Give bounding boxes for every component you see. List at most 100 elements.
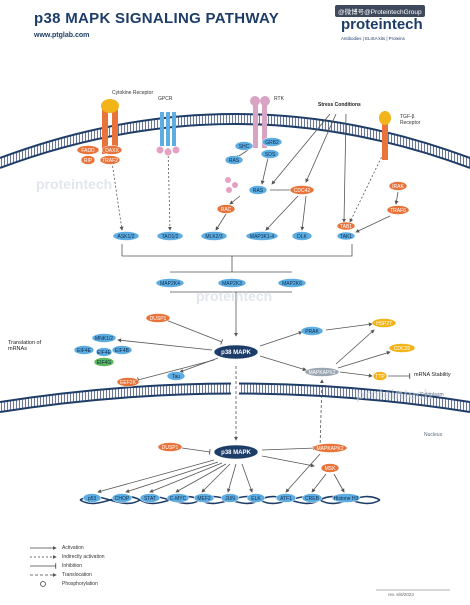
inhibit-dusp1-p38: [165, 319, 224, 345]
brand-logo: proteintech: [341, 16, 423, 33]
watermark-3: proteintech: [356, 386, 433, 402]
cytokine-receptor-label: Cytokine Receptor: [112, 90, 154, 96]
arrow-rac-mlk: [215, 213, 227, 231]
node-label-tao12: TAO1/2: [162, 234, 179, 240]
arrow-tgf-tab: [349, 149, 386, 223]
node-ras2: [248, 185, 268, 195]
node-label-eif4e2: EIF4E: [97, 350, 112, 356]
node-label-irak: IRAK: [392, 184, 404, 190]
arrow-msk-histone: [333, 473, 345, 493]
node-label-map2k4: MAP2K4: [160, 281, 180, 287]
node-map2k4: [155, 278, 185, 288]
node-label-ras1: RAS: [229, 158, 240, 164]
node-cdc25: [388, 343, 416, 353]
node-label-p38n: p38 MAPK: [221, 450, 251, 456]
node-rip: [80, 155, 96, 165]
node-label-cdc42: CDC42: [294, 188, 311, 194]
page-title: p38 MAPK SIGNALING PATHWAY: [34, 10, 280, 27]
node-tak1: [336, 231, 356, 241]
node-label-ras2: RAS: [253, 188, 264, 194]
nuclear-membrane-lipids: [0, 383, 470, 412]
tgf-receptor: [379, 111, 391, 160]
node-mapkapk2n: [312, 443, 348, 453]
arrow-sos-ras: [260, 157, 269, 185]
node-ras1: [224, 155, 244, 165]
arrow-stress-ras: [271, 113, 331, 185]
arrow-cdc42-dlk: [300, 195, 307, 231]
node-prak: [300, 326, 324, 336]
gpcr-label: GPCR: [158, 96, 173, 102]
node-label-mef2: MEF2: [197, 496, 211, 502]
arrow-p38n-mef2: [201, 463, 231, 493]
arrow-p38n-cmyc: [175, 463, 227, 493]
nucleus-label: Nucleus: [424, 432, 443, 438]
node-label-dlk: DLK: [297, 234, 307, 240]
node-label-cmyc: C-MYC: [170, 496, 187, 502]
node-label-mapkapk2: MAPKAPK2: [309, 370, 336, 376]
node-map2k3: [217, 278, 247, 288]
node-label-eif4b: EIF4B: [115, 348, 130, 354]
node-p38n: [213, 444, 259, 460]
node-label-jun: JUN: [225, 496, 235, 502]
node-creb: [301, 493, 323, 503]
node-label-cdc25: CDC25: [394, 346, 411, 352]
watermark-1: proteintech: [36, 176, 113, 192]
arrow-mapkapk2-hsp27: [335, 329, 375, 365]
g-protein: [156, 146, 238, 193]
watermark-2: proteintech: [196, 288, 273, 304]
node-cdc42: [289, 185, 315, 195]
node-label-p53: p53: [88, 496, 97, 502]
arrow-p38n-mapkapk2n: [261, 446, 317, 451]
node-irak: [388, 181, 408, 191]
node-label-mapkapk2n: MAPKAPK2: [317, 446, 344, 452]
node-cmyc: [166, 493, 190, 503]
arrow-p38-mnk: [117, 338, 213, 351]
arrow-traf6-tak: [355, 215, 391, 233]
arrow-gpcr-tao: [167, 147, 172, 231]
rtk-label: RTK: [274, 96, 284, 102]
node-map2k6: [277, 278, 307, 288]
arrow-p38n-elk: [241, 463, 253, 493]
node-dusp1: [145, 313, 171, 323]
arrow-irak-traf6: [394, 191, 399, 205]
node-histoneh3: [331, 493, 361, 503]
node-mef2: [193, 493, 215, 503]
node-label-tab1: TAB1: [340, 224, 352, 230]
node-sos: [260, 149, 280, 159]
node-traf6: [386, 205, 410, 215]
arrow-p38-prak: [259, 331, 303, 347]
node-grb2: [261, 137, 283, 147]
node-p38: [213, 344, 259, 360]
node-label-grb2: GRB2: [265, 140, 279, 146]
node-label-creb: CREB: [305, 496, 320, 502]
node-label-hsp27: HSP27: [376, 321, 392, 327]
node-label-map2k6: MAP2K6: [282, 281, 302, 287]
arrow-stress-cdc42: [305, 113, 337, 183]
node-label-map3k14: MAP3K1-4: [250, 234, 274, 240]
node-label-eif4e: EIF4E: [77, 348, 92, 354]
inhibit-dusp1n-p38n: [181, 447, 211, 455]
arrow-stress-tab: [342, 113, 347, 223]
legend-activation: Activation: [62, 545, 84, 551]
legend-indirect: Indirectly activation: [62, 554, 105, 560]
node-label-prak: PRAK: [305, 329, 319, 335]
arrow-p38n-chop: [125, 461, 219, 493]
node-tab1: [336, 221, 356, 231]
cell-membrane-inner: [0, 123, 470, 169]
rtk-receptor: [250, 96, 270, 148]
weibo-watermark: @微博号@ProteintechGroup: [335, 5, 425, 17]
node-label-stat: STAT: [144, 496, 156, 502]
node-eef2k: [116, 377, 140, 387]
arrow-p38n-msk: [261, 455, 315, 468]
node-label-p38: p38 MAPK: [221, 350, 251, 356]
node-label-chop: CHOP: [115, 496, 130, 502]
node-atf1: [275, 493, 297, 503]
site-url: www.ptglab.com: [34, 32, 90, 39]
node-elk: [246, 493, 266, 503]
arrow-p38n-jun: [226, 463, 237, 493]
node-label-rip: RIP: [84, 158, 93, 164]
legend-phosphorylation: Phosphorylation: [62, 581, 98, 587]
node-ask12: [112, 231, 140, 241]
node-mlk23: [200, 231, 228, 241]
